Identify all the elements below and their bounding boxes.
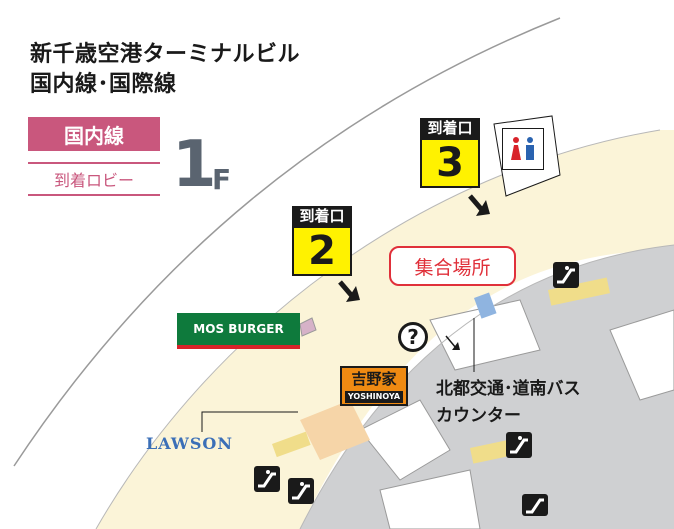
escalator-strip-1 <box>548 277 611 306</box>
gate-3-number: 3 <box>420 138 480 188</box>
escalator-icon <box>553 262 579 288</box>
escalator-icon <box>506 432 532 458</box>
lobby-floor <box>96 130 674 529</box>
outer-wall-line <box>13 17 561 467</box>
inner-room-4 <box>379 469 481 529</box>
gate-2-header: 到着口 <box>292 206 352 226</box>
area-label: 到着ロビー <box>28 162 160 196</box>
bus-counter-label: 北都交通･道南バス カウンター <box>436 376 581 430</box>
restroom-pictogram <box>511 137 534 160</box>
lawson-logo: LAWSON <box>146 434 233 453</box>
escalator-icon <box>288 478 314 504</box>
store-block-yoshinoya <box>300 400 370 460</box>
escalator-strip-3 <box>272 431 311 458</box>
meeting-point-label: 集合場所 <box>389 246 516 286</box>
bus-counter-line2: カウンター <box>436 406 521 426</box>
map-title-line1: 新千歳空港ターミナルビル <box>30 42 301 67</box>
information-icon: ? <box>398 322 428 352</box>
bus-counter-block <box>473 292 497 319</box>
mos-store-marker <box>299 317 317 337</box>
arrow-icon <box>338 280 360 302</box>
corridor-edge-lower <box>299 244 674 529</box>
restroom-icon <box>502 128 544 170</box>
escalator-icon <box>254 466 280 492</box>
yoshinoya-logo: 吉野家 YOSHINOYA <box>340 366 408 406</box>
category-label: 国内線 <box>28 117 160 151</box>
inner-room-1 <box>359 399 451 481</box>
yoshinoya-en-text: YOSHINOYA <box>345 391 403 403</box>
lawson-leader-line <box>201 411 298 432</box>
escalator-icon <box>522 494 548 516</box>
mos-burger-logo: MOS BURGER <box>177 313 300 349</box>
arrow-icon <box>468 194 490 216</box>
gate-2-number: 2 <box>292 226 352 276</box>
mos-burger-text: MOS BURGER <box>193 322 284 336</box>
yoshinoya-jp-text: 吉野家 <box>351 370 397 388</box>
bus-counter-line1: 北都交通･道南バス <box>436 379 581 399</box>
floor-number: 1 <box>172 128 217 202</box>
map-title-line2: 国内線･国際線 <box>30 72 177 97</box>
arrow-icon <box>445 335 460 350</box>
floor-suffix: F <box>212 163 232 196</box>
inner-room-3 <box>609 309 674 401</box>
gate-3-header: 到着口 <box>420 118 480 138</box>
